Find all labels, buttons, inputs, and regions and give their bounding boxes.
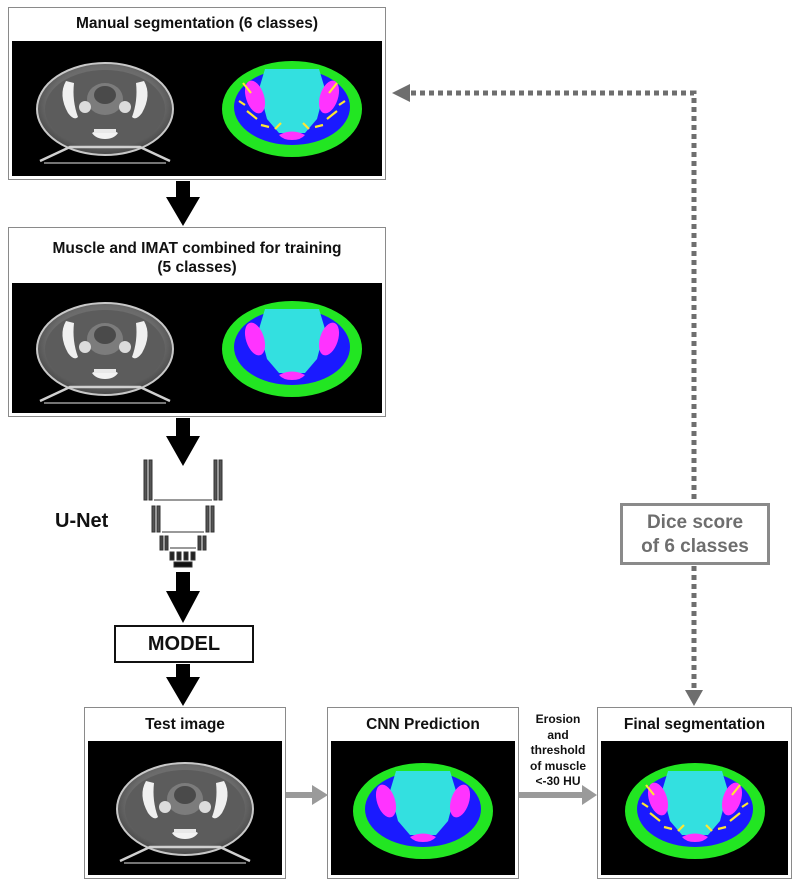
erosion-threshold-label: Erosion and threshold of muscle <-30 HU: [528, 712, 588, 790]
model-box: MODEL: [114, 625, 254, 663]
erosion-line-2: and: [547, 727, 569, 742]
combined-training-panel: Muscle and IMAT combined for training (5…: [8, 227, 386, 417]
unet-label: U-Net: [55, 510, 109, 532]
arrow-feedback-down: [685, 690, 703, 706]
erosion-line-5: <-30 HU: [535, 774, 581, 788]
manual-images: [12, 41, 382, 176]
cnn-prediction-image: [331, 741, 515, 875]
test-image-panel: Test image: [84, 707, 286, 879]
test-image-title: Test image: [145, 716, 225, 733]
test-image: [88, 741, 282, 875]
arrow-feedback-left: [392, 84, 410, 102]
erosion-line-3: threshold: [530, 743, 586, 757]
arrow-down-4: [166, 664, 200, 706]
dice-score-front-line1: Dice score: [646, 512, 744, 533]
dice-score-box-front: Dice score of 6 classes: [620, 503, 770, 565]
arrow-down-1: [166, 181, 200, 226]
combined-training-title-line1: Muscle and IMAT combined for training: [52, 240, 342, 257]
final-segmentation-panel: Final segmentation: [597, 707, 792, 879]
arrow-cnn-to-final: [519, 785, 597, 805]
unet-architecture-diagram: [143, 459, 223, 568]
dice-feedback-path: [410, 90, 697, 688]
dice-score-front-line2: of 6 classes: [641, 536, 749, 557]
erosion-line-4: of muscle: [529, 758, 586, 773]
combined-images: [12, 283, 382, 413]
erosion-line-1: Erosion: [535, 712, 581, 726]
manual-segmentation-title: Manual segmentation (6 classes): [75, 15, 319, 32]
final-segmentation-title: Final segmentation: [623, 716, 766, 733]
cnn-prediction-title: CNN Prediction: [366, 716, 480, 733]
arrow-down-2: [166, 418, 200, 466]
arrow-down-3: [166, 572, 200, 623]
arrow-test-to-cnn: [286, 785, 328, 805]
manual-segmentation-panel: Manual segmentation (6 classes): [8, 7, 386, 180]
final-segmentation-image: [601, 741, 788, 875]
cnn-prediction-panel: CNN Prediction: [327, 707, 519, 879]
combined-training-title-line2: (5 classes): [157, 259, 237, 276]
